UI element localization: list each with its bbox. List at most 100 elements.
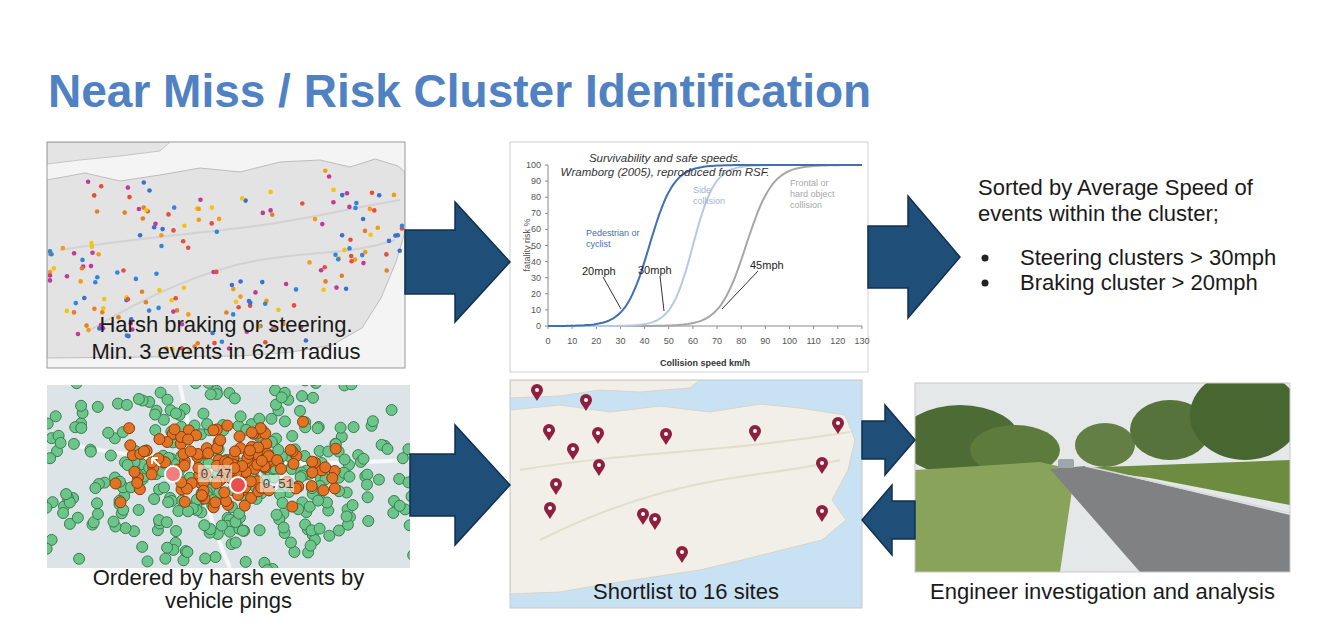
ping-dot [348, 422, 359, 433]
ping-dot [108, 516, 119, 527]
tick [545, 197, 548, 198]
harsh-dot [307, 467, 318, 478]
harsh-dot [306, 481, 317, 492]
event-dot [321, 287, 326, 292]
event-dot [115, 270, 120, 275]
event-dot [157, 288, 162, 293]
harsh-dot [318, 485, 329, 496]
ping-dot [68, 438, 79, 449]
axis-tick-label: 80 [511, 191, 541, 203]
ping-dot [362, 469, 373, 480]
road-photo [915, 383, 1290, 572]
event-dot [342, 248, 347, 253]
tick [545, 245, 548, 246]
event-dot [347, 205, 352, 210]
map-land [47, 142, 170, 164]
ping-dot [210, 552, 221, 563]
map-sea [510, 380, 862, 608]
event-dot [96, 252, 101, 257]
ping-dot [171, 408, 182, 419]
harsh-dot [169, 424, 180, 435]
event-dot [92, 193, 97, 198]
ping-dot [137, 541, 148, 552]
event-dot [400, 224, 405, 229]
ping-dot [308, 392, 319, 403]
ping-dot [295, 405, 306, 416]
event-dot [153, 222, 158, 227]
criteria-text: Sorted by Average Speed of events within… [960, 175, 1320, 300]
event-dot [292, 303, 297, 308]
event-dot [182, 223, 187, 228]
chart-annotation: Collision speed km/h [645, 357, 765, 369]
tick [545, 213, 548, 214]
harsh-dot [196, 490, 207, 501]
ping-dot [182, 547, 193, 558]
event-dot [263, 301, 268, 306]
tick [813, 326, 814, 329]
ping-dot [47, 502, 52, 513]
ping-dot [121, 399, 132, 410]
ping-dot [203, 385, 214, 388]
chart-annotation: 30mph [638, 263, 678, 277]
event-dot [349, 254, 354, 259]
shortlist-map-panel: Shortlist to 16 sites [510, 380, 862, 608]
ping-dot [171, 526, 182, 537]
ping-dot [305, 540, 316, 551]
event-dot [48, 278, 53, 283]
tick [717, 326, 718, 329]
map-land [510, 404, 855, 594]
ping-dot [335, 422, 346, 433]
ping-dot [90, 483, 101, 494]
event-dot [270, 212, 275, 217]
harsh-dot [183, 434, 194, 445]
event-dot [84, 323, 89, 328]
harsh-dot [179, 496, 190, 507]
pin-dot [571, 447, 575, 451]
event-dot [186, 245, 191, 250]
bullet [982, 280, 989, 287]
event-dot [82, 296, 87, 301]
harsh-dot [222, 420, 233, 431]
pin-dot [548, 506, 552, 510]
node-subtext: Steering clusters > 30mph [1020, 245, 1315, 271]
event-dot [90, 250, 95, 255]
ping-dot [287, 431, 298, 442]
axis-tick-label: 70 [702, 335, 732, 347]
axis-tick-label: 20 [511, 288, 541, 300]
event-dot [387, 239, 392, 244]
panel-border [915, 383, 1290, 572]
cluster-map [47, 385, 410, 568]
ping-dot [76, 400, 87, 411]
pin-dot [597, 463, 601, 467]
event-dot [169, 298, 174, 303]
chart-annotation: Frontal or hard object collision [790, 178, 845, 211]
axis-tick-label: 10 [511, 304, 541, 316]
harsh-dot [276, 463, 287, 474]
slide-title: Near Miss / Risk Cluster Identification [48, 64, 871, 118]
harsh-dot [115, 497, 126, 508]
event-dot [196, 207, 201, 212]
ping-dot [47, 418, 53, 429]
event-dot [172, 205, 177, 210]
node-subtext: Min. 3 events in 62m radius [47, 339, 405, 365]
axis-tick-label: 30 [605, 335, 635, 347]
event-dot [48, 249, 53, 254]
event-dot [89, 264, 94, 269]
leader-line [722, 271, 758, 309]
map-panel: Harsh braking or steering.Min. 3 events … [47, 142, 405, 368]
event-dot [101, 306, 106, 311]
event-dot [368, 232, 373, 237]
event-dot [340, 233, 345, 238]
chart-annotation: Side collision [693, 185, 738, 207]
event-dot [65, 274, 70, 279]
event-dot [300, 201, 305, 206]
ping-dot [190, 385, 201, 389]
ping-dot [314, 523, 325, 534]
ping-dot [408, 550, 410, 561]
site-pin [637, 508, 649, 525]
ping-dot [149, 494, 160, 505]
node-subtext: Wramborg (2005), reproduced from RSF. [510, 165, 820, 179]
event-dot [90, 245, 95, 250]
harsh-dot [329, 483, 340, 494]
ping-dot [162, 394, 173, 405]
